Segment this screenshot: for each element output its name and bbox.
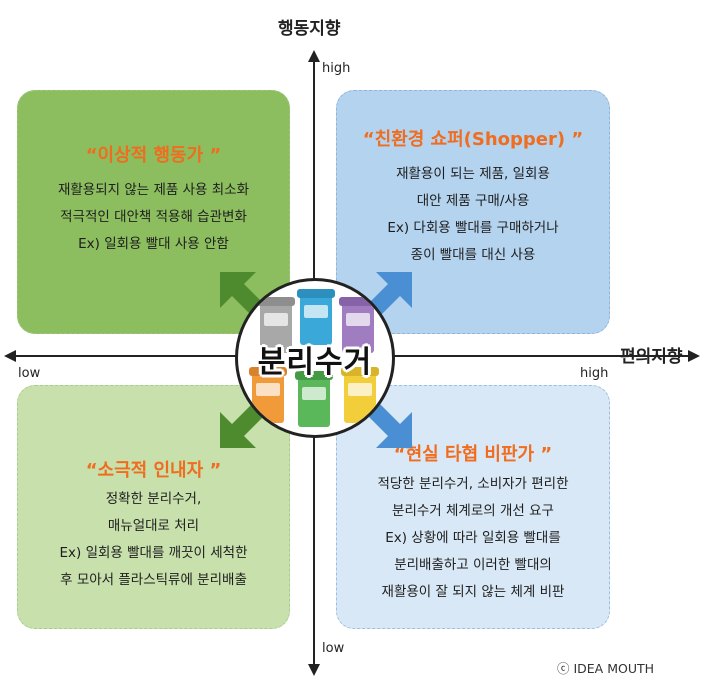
x-axis-left-arrowhead xyxy=(4,350,16,362)
bin-purple-icon xyxy=(339,297,377,353)
bin-green-icon xyxy=(295,371,333,427)
description-line: 재활용이 잘 되지 않는 체계 비판 xyxy=(381,584,565,600)
y-axis-title: 행동지향 xyxy=(278,19,341,39)
description-line: 정확한 분리수거, xyxy=(105,491,202,507)
description-line: 종이 빨대를 대신 사용 xyxy=(410,247,536,263)
description-line: 재활용이 되는 제품, 일회용 xyxy=(396,166,550,182)
description-line: 매뉴얼대로 처리 xyxy=(107,518,200,534)
x-axis-title: 편의지향 xyxy=(620,347,683,367)
quadrant-passive-endurer: “소극적 인내자 ” 정확한 분리수거, 매뉴얼대로 처리 Ex) 일회용 빨대… xyxy=(17,385,290,629)
description-line: 후 모아서 플라스틱류에 분리배출 xyxy=(60,572,247,588)
arrow-down-right-icon xyxy=(364,400,412,448)
quadrant-title: “현실 타협 비판가 ” xyxy=(393,444,553,465)
description-line: Ex) 일회용 빨대 사용 안함 xyxy=(78,236,229,252)
quadrant-description: 적당한 분리수거, 소비자가 편리한 분리수거 체계로의 개선 요구 Ex) 상… xyxy=(337,471,609,606)
y-axis-bottom-arrowhead xyxy=(308,664,320,676)
description-line: 적당한 분리수거, 소비자가 편리한 xyxy=(377,476,569,492)
quadrant-description: 재활용이 되는 제품, 일회용 대안 제품 구매/사용 Ex) 다회용 빨대를 … xyxy=(337,161,609,269)
bin-orange-icon xyxy=(249,367,287,423)
quadrant-title: “소극적 인내자 ” xyxy=(85,460,222,481)
quadrant-title: “이상적 행동가 ” xyxy=(85,145,222,166)
description-line: 분리수거 체계로의 개선 요구 xyxy=(392,503,554,519)
bin-gray-icon xyxy=(257,297,295,353)
quadrant-description: 정확한 분리수거, 매뉴얼대로 처리 Ex) 일회용 빨대를 깨끗이 세척한 후… xyxy=(18,486,289,594)
description-line: Ex) 다회용 빨대를 구매하거나 xyxy=(387,220,559,236)
x-axis-low-label: low xyxy=(18,366,41,381)
description-line: 재활용되지 않는 제품 사용 최소화 xyxy=(57,182,250,198)
y-axis-arrowhead xyxy=(308,50,320,62)
description-line: 분리배출하고 이러한 빨대의 xyxy=(394,557,552,573)
recycling-bins-illustration: 분리수거 xyxy=(235,278,395,438)
bin-yellow-icon xyxy=(341,367,379,423)
description-line: Ex) 상황에 따라 일회용 빨대를 xyxy=(385,530,561,546)
quadrant-description: 재활용되지 않는 제품 사용 최소화 적극적인 대안책 적용해 습관변화 Ex)… xyxy=(18,177,289,258)
x-axis-high-label: high xyxy=(580,366,609,381)
description-line: 적극적인 대안책 적용해 습관변화 xyxy=(60,209,247,225)
quadrant-title: “친환경 쇼퍼(Shopper) ” xyxy=(362,129,584,150)
description-line: Ex) 일회용 빨대를 깨끗이 세척한 xyxy=(59,545,248,561)
copyright: ⓒ IDEA MOUTH xyxy=(557,661,655,676)
x-axis-arrowhead xyxy=(688,350,700,362)
description-line: 대안 제품 구매/사용 xyxy=(416,193,530,209)
bin-blue-icon xyxy=(297,289,335,345)
center-label: 분리수거 xyxy=(257,345,373,380)
quadrant-pragmatic-critic: “현실 타협 비판가 ” 적당한 분리수거, 소비자가 편리한 분리수거 체계로… xyxy=(336,385,610,629)
y-axis-high-label: high xyxy=(322,61,351,76)
y-axis-low-label: low xyxy=(322,641,345,656)
